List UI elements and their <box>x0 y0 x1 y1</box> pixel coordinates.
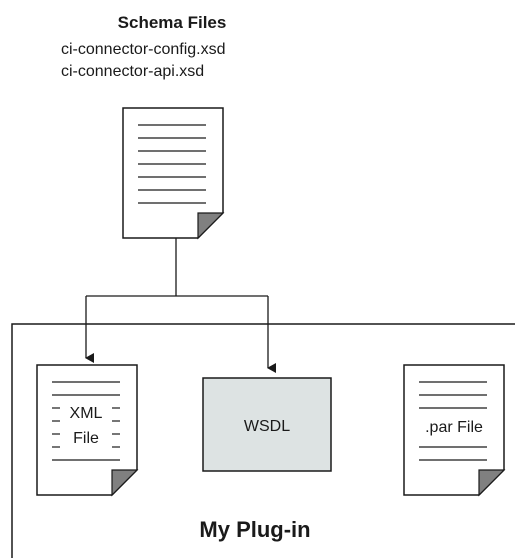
wsdl-box <box>202 377 332 472</box>
schema-document-icon <box>122 107 225 240</box>
schema-file-api: ci-connector-api.xsd <box>61 63 204 80</box>
schema-files-heading: Schema Files <box>118 13 227 32</box>
wsdl-label: WSDL <box>244 418 290 435</box>
xml-file-label-line2: File <box>73 430 99 447</box>
schema-file-config: ci-connector-config.xsd <box>61 41 226 58</box>
xml-file-document-icon <box>36 364 139 497</box>
plugin-label: My Plug-in <box>199 517 310 542</box>
par-file-label: .par File <box>425 419 483 436</box>
xml-file-label-line1: XML <box>70 405 103 422</box>
connector-lines <box>85 238 276 373</box>
plugin-container <box>11 323 515 558</box>
